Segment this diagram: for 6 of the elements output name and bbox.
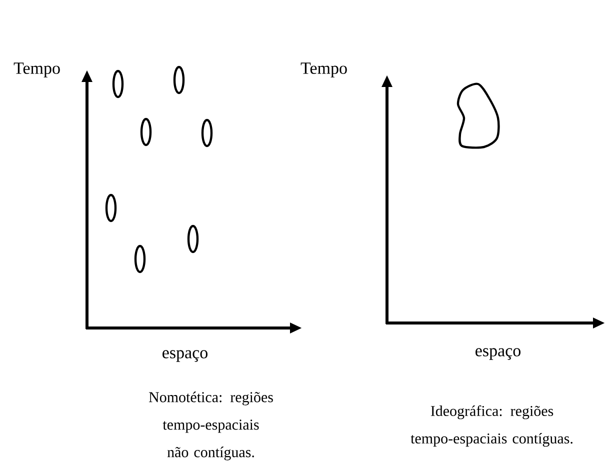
caption: Nomotética: regiões tempo-espaciais não contíguas.	[148, 392, 273, 460]
caption: Ideográfica: regiões tempo-espaciais contíguas.	[410, 405, 572, 447]
axis-label: Tempo	[14, 62, 60, 78]
axis-label: Tempo	[300, 62, 347, 78]
axis-label: espaço	[162, 350, 208, 362]
axis-label: espaço	[476, 348, 520, 360]
